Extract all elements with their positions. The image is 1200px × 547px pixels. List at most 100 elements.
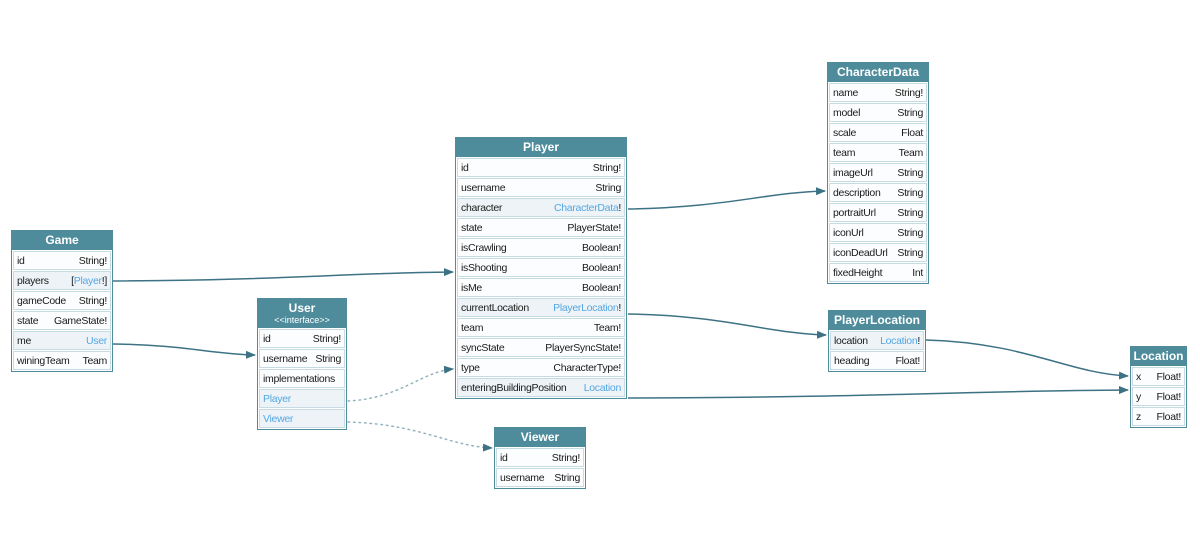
field-name: id xyxy=(263,332,271,345)
type-link[interactable]: Player xyxy=(73,274,102,287)
field-name: iconDeadUrl xyxy=(833,246,888,259)
table-title-game[interactable]: Game xyxy=(12,231,112,250)
field-type: Boolean! xyxy=(582,262,621,274)
field-type: String! xyxy=(895,87,924,99)
field-row-characterdata-scale[interactable]: scale Float xyxy=(829,123,927,142)
type-text: Float! xyxy=(1156,370,1182,383)
field-row-game-players[interactable]: players[Player!] xyxy=(13,271,111,290)
type-text: Team xyxy=(898,146,924,159)
field-name: enteringBuildingPosition xyxy=(461,381,567,394)
field-type: String xyxy=(897,187,923,199)
field-name: y xyxy=(1136,390,1141,403)
type-text: String xyxy=(897,206,923,219)
type-text: String! xyxy=(312,332,342,345)
field-name: players xyxy=(17,274,49,287)
type-link[interactable]: PlayerLocation xyxy=(553,301,619,314)
type-link[interactable]: Location xyxy=(583,381,622,394)
field-type: String! xyxy=(552,452,581,464)
field-row-location-y[interactable]: y Float! xyxy=(1132,387,1185,406)
type-text: [ xyxy=(71,274,74,287)
edge-player-character-to-characterdata xyxy=(627,187,826,210)
field-name-link[interactable]: Player xyxy=(263,392,291,405)
field-type: Float! xyxy=(1157,411,1182,423)
field-type: Int xyxy=(912,267,923,279)
type-text: ! xyxy=(618,301,621,314)
table-title-characterdata[interactable]: CharacterData xyxy=(828,63,928,82)
field-row-user-id[interactable]: id String! xyxy=(259,329,345,348)
field-row-user-implementations[interactable]: implementations xyxy=(259,369,345,388)
field-name: id xyxy=(17,254,25,267)
type-text: String xyxy=(897,106,923,119)
field-name: location xyxy=(834,334,868,347)
field-name-link[interactable]: Viewer xyxy=(263,412,294,425)
type-link[interactable]: CharacterData xyxy=(553,201,619,214)
field-name: type xyxy=(461,361,480,374)
type-link[interactable]: User xyxy=(86,334,107,347)
table-title-location[interactable]: Location xyxy=(1131,347,1186,366)
field-row-characterdata-team[interactable]: team Team xyxy=(829,143,927,162)
field-name: username xyxy=(461,181,506,194)
table-title-user[interactable]: User<<interface>> xyxy=(258,299,346,328)
type-text: ! xyxy=(618,201,621,214)
field-type: String xyxy=(897,107,923,119)
type-text: GameState! xyxy=(53,314,107,327)
field-name: team xyxy=(833,146,856,159)
field-type: PlayerSyncState! xyxy=(545,342,621,354)
field-name: winingTeam xyxy=(17,354,70,367)
type-text: Int xyxy=(912,266,923,279)
field-type: Float! xyxy=(1157,391,1182,403)
table-title-player[interactable]: Player xyxy=(456,138,626,157)
edge-player-currentlocation-to-playerlocation xyxy=(627,313,827,339)
field-row-game-winingteam[interactable]: winingTeam Team xyxy=(13,351,111,370)
field-type: Team xyxy=(82,354,108,367)
field-row-user-player[interactable]: Player xyxy=(259,389,345,408)
field-row-player-enteringbuildingposition[interactable]: enteringBuildingPosition Location xyxy=(457,378,625,397)
type-link[interactable]: Location xyxy=(880,334,918,347)
table-title-viewer[interactable]: Viewer xyxy=(495,428,585,447)
type-text: String xyxy=(897,166,923,179)
field-type: Float xyxy=(901,127,923,139)
field-row-user-viewer[interactable]: Viewer xyxy=(259,409,345,428)
field-name: implementations xyxy=(263,372,335,385)
type-text: Team xyxy=(82,354,108,367)
table-title-playerlocation[interactable]: PlayerLocation xyxy=(829,311,925,330)
field-name: scale xyxy=(833,126,857,139)
